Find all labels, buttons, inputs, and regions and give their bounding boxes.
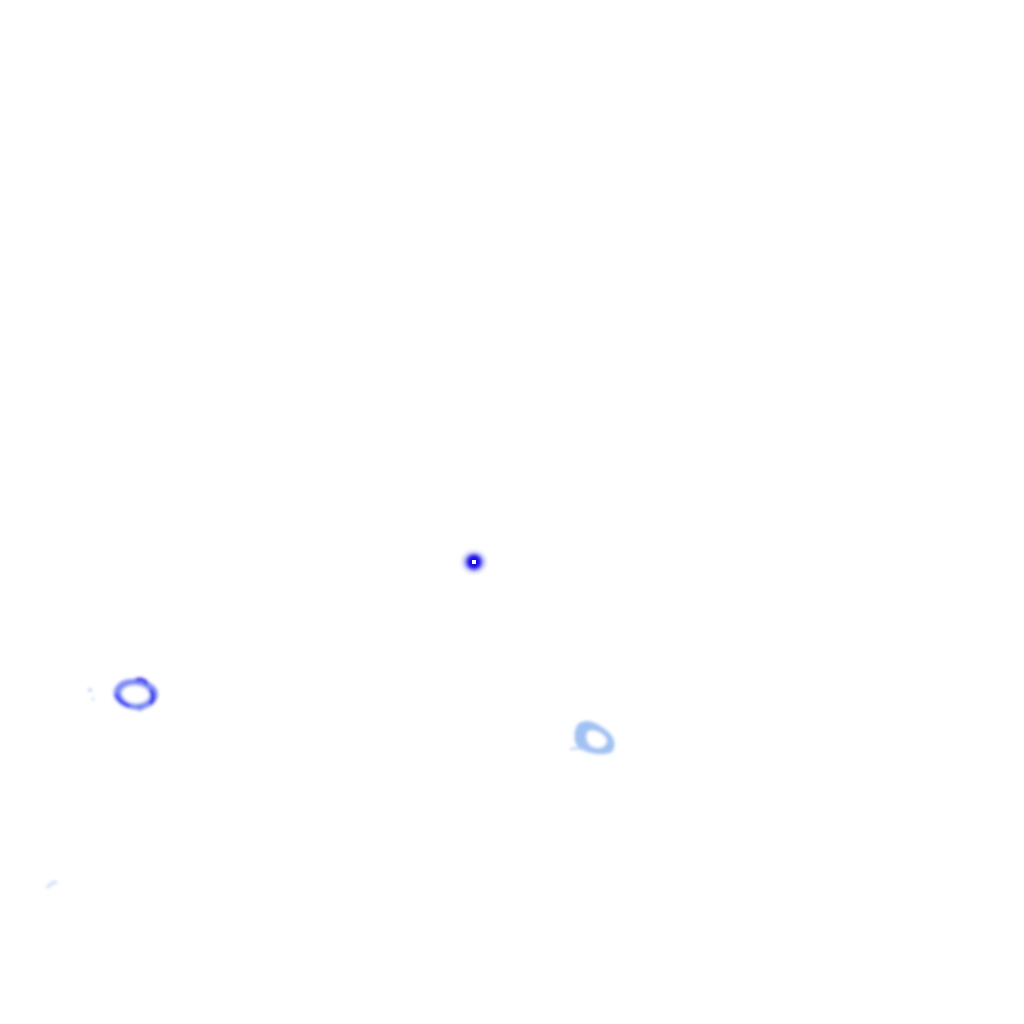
right-blob: [569, 721, 615, 755]
bottom-left-speck: [45, 880, 58, 889]
center-blob: [463, 552, 485, 572]
left-blob: [88, 677, 158, 711]
